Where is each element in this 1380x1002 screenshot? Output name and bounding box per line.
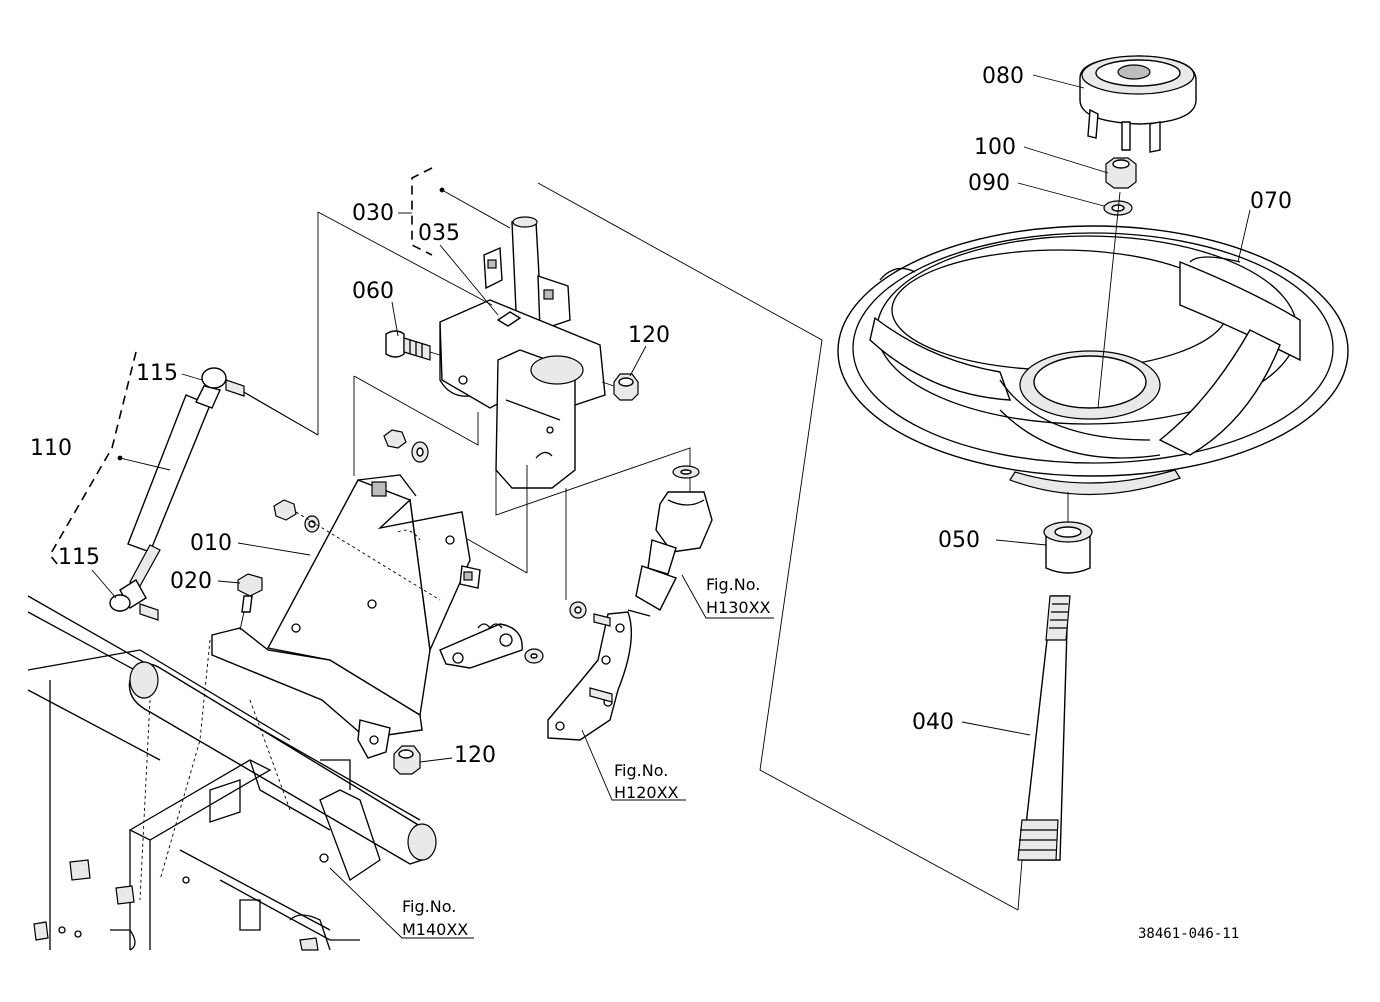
plate-h120 <box>547 601 632 741</box>
label-080: 080 <box>982 64 1024 89</box>
label-115-lower: 115 <box>58 545 100 570</box>
group-marker-110 <box>117 455 123 461</box>
bolt-060 <box>385 330 431 361</box>
drawing-code: 38461-046-11 <box>1138 926 1239 942</box>
nut-120-lower <box>393 745 421 775</box>
label-070: 070 <box>1250 189 1292 214</box>
fig-ref-h130-code: H130XX <box>706 598 771 617</box>
group-marker-030 <box>439 187 445 193</box>
label-020: 020 <box>170 569 212 594</box>
leader-lines <box>91 74 1251 763</box>
hardware-nuts <box>273 429 429 533</box>
pedal-link <box>439 623 544 669</box>
gas-spring-110 <box>109 367 245 621</box>
center-cap <box>1079 55 1197 153</box>
label-110: 110 <box>30 436 72 461</box>
label-090: 090 <box>968 171 1010 196</box>
fig-ref-m140-caption: Fig.No. <box>402 897 456 916</box>
universal-joint-h130 <box>627 465 713 617</box>
label-030: 030 <box>352 201 394 226</box>
label-050: 050 <box>938 528 980 553</box>
steering-column-030 <box>439 216 606 489</box>
label-120-lower: 120 <box>454 743 496 768</box>
label-120-upper: 120 <box>628 323 670 348</box>
nut-100 <box>1105 157 1137 189</box>
label-060: 060 <box>352 279 394 304</box>
bolt-020 <box>237 573 263 613</box>
label-010: 010 <box>190 531 232 556</box>
label-100: 100 <box>974 135 1016 160</box>
fig-ref-h120-code: H120XX <box>614 783 679 802</box>
tractor-frame <box>27 595 437 951</box>
bracket-010 <box>211 474 481 759</box>
bushing-050 <box>1043 521 1093 574</box>
label-035: 035 <box>418 221 460 246</box>
label-040: 040 <box>912 710 954 735</box>
label-115-upper: 115 <box>136 361 178 386</box>
steering-wheel <box>837 225 1349 496</box>
fig-ref-m140-code: M140XX <box>402 920 468 939</box>
fig-ref-h130-caption: Fig.No. <box>706 575 760 594</box>
fig-ref-h120-caption: Fig.No. <box>614 761 668 780</box>
steering-shaft-040 <box>1017 595 1071 861</box>
nut-120-upper <box>613 373 639 401</box>
